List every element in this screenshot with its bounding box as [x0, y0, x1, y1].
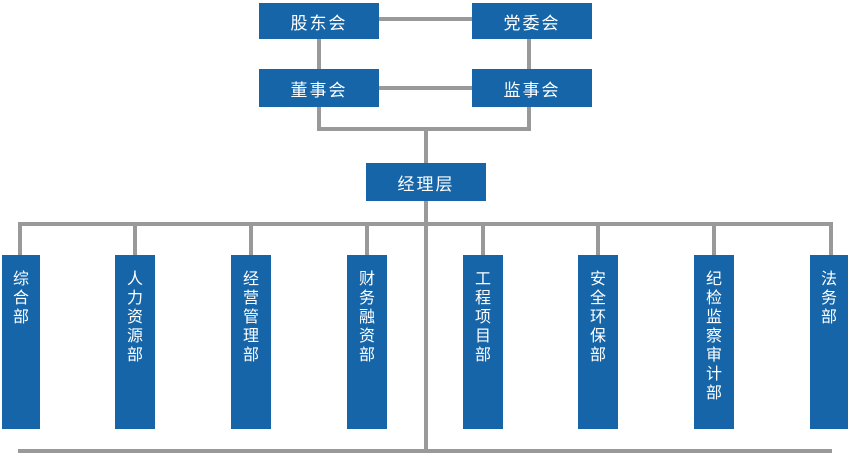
connector-management-trunk	[424, 201, 428, 453]
connector-stub-dept-2	[133, 226, 137, 255]
org-node-human-resources-dept: 人 力 资 源 部	[115, 255, 155, 429]
connector-supervisory-down	[527, 107, 531, 131]
org-node-safety-environment-dept: 安 全 环 保 部	[578, 255, 618, 429]
connector-bottom-rail	[18, 449, 832, 453]
connector-stub-dept-1	[18, 226, 22, 255]
connector-stub-dept-3	[249, 226, 253, 255]
connector-stub-dept-8	[829, 226, 833, 255]
connector-directors-supervisory	[379, 86, 472, 90]
connector-bracket-management	[424, 131, 428, 163]
connector-stub-dept-7	[712, 226, 716, 255]
org-node-board-of-directors: 董事会	[259, 69, 379, 107]
org-node-legal-affairs-dept: 法 务 部	[810, 255, 848, 429]
org-node-supervisory-board: 监事会	[472, 69, 592, 107]
org-node-finance-financing-dept: 财 务 融 资 部	[347, 255, 387, 429]
org-node-operations-management-dept: 经 营 管 理 部	[231, 255, 271, 429]
connector-party-supervisory	[527, 39, 531, 69]
connector-directors-down	[317, 107, 321, 131]
connector-departments-rail	[18, 222, 833, 226]
connector-stub-dept-4	[365, 226, 369, 255]
connector-shareholders-directors	[317, 39, 321, 69]
org-node-party-committee: 党委会	[472, 3, 592, 39]
org-node-discipline-inspection-audit-dept: 纪 检 监 察 审 计 部	[694, 255, 734, 429]
org-node-engineering-projects-dept: 工 程 项 目 部	[463, 255, 503, 429]
connector-stub-dept-5	[481, 226, 485, 255]
org-node-general-affairs-dept: 综 合 部	[2, 255, 40, 429]
connector-shareholders-party	[379, 17, 472, 21]
org-node-shareholders-meeting: 股东会	[259, 3, 379, 39]
org-node-management-level: 经理层	[366, 163, 486, 201]
connector-stub-dept-6	[596, 226, 600, 255]
connector-bracket	[317, 127, 531, 131]
